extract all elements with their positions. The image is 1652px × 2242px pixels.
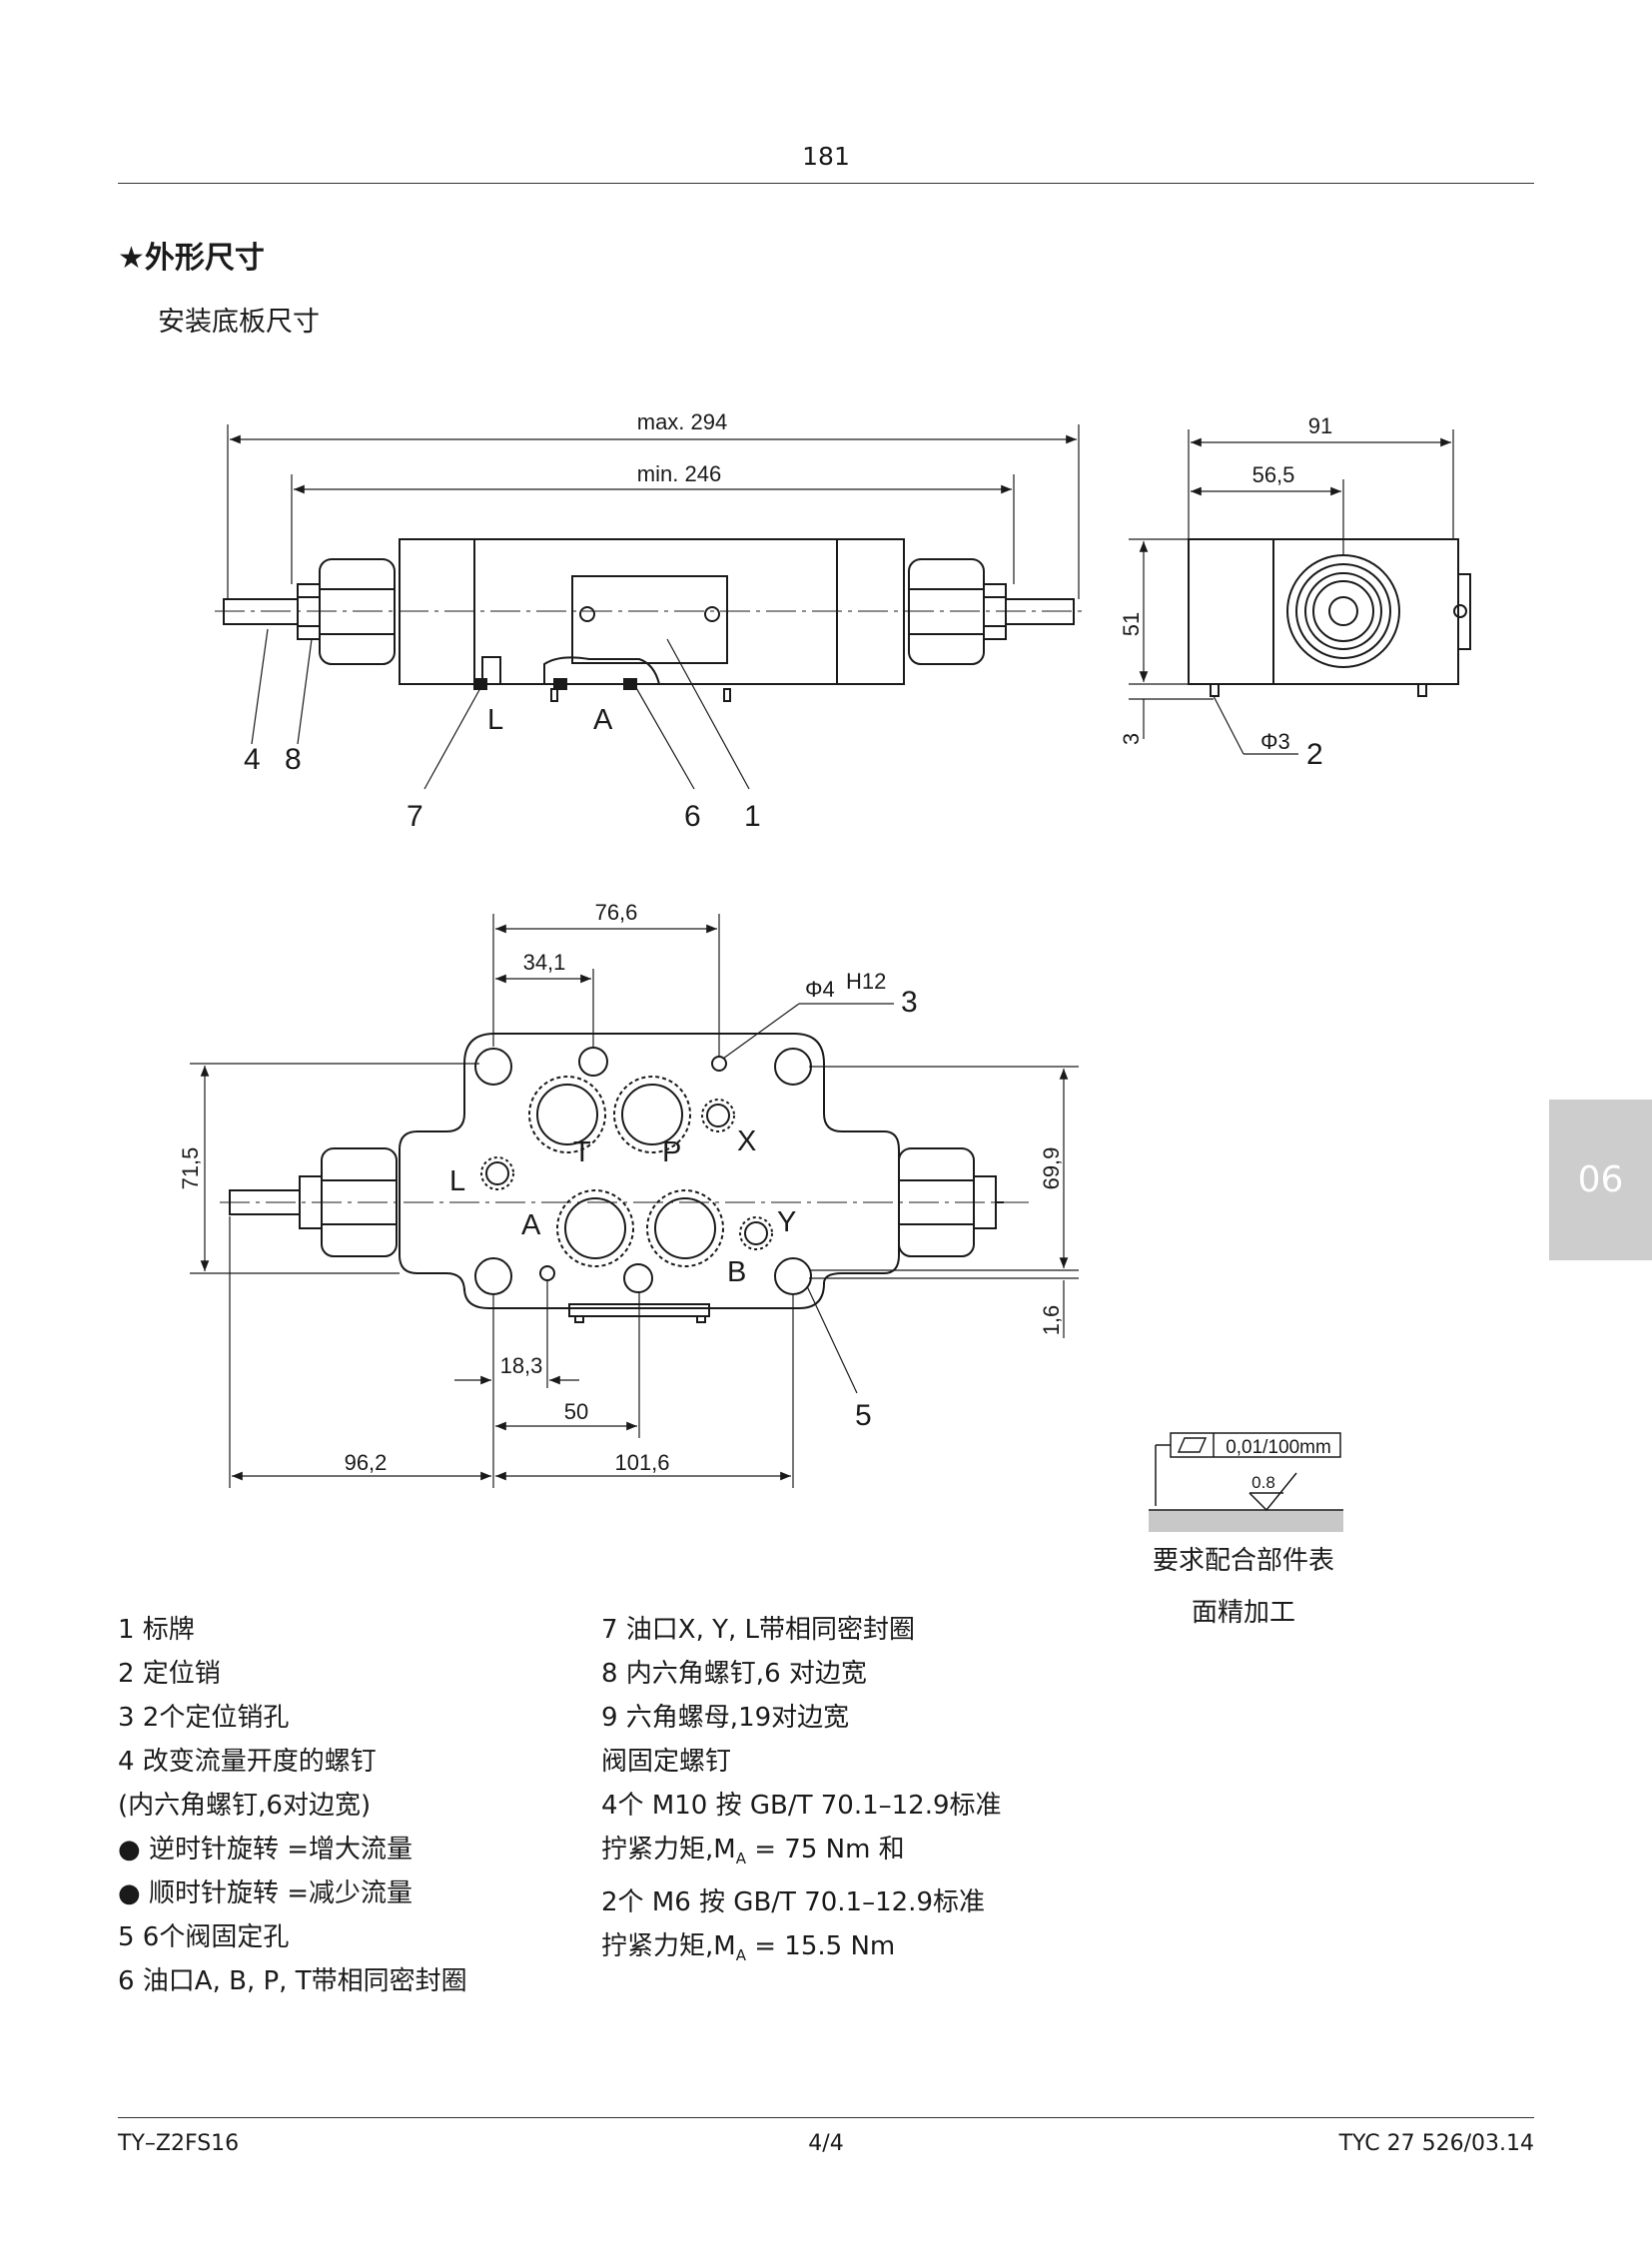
dim-min-246: min. 246 bbox=[637, 461, 721, 486]
legend-item-torque-m10: 拧紧力矩,MA = 75 Nm 和 bbox=[601, 1835, 905, 1868]
front-view bbox=[215, 538, 1084, 702]
dim-56-5: 56,5 bbox=[1252, 462, 1295, 487]
legend-item: 阀固定螺钉 bbox=[601, 1747, 732, 1777]
callout-5: 5 bbox=[855, 1399, 872, 1432]
dim-96-2: 96,2 bbox=[345, 1450, 388, 1475]
port-label-B: B bbox=[727, 1256, 746, 1288]
dim-34-1: 34,1 bbox=[523, 950, 566, 975]
dim-3: 3 bbox=[1119, 733, 1144, 745]
legend-item: 7 油口X, Y, L带相同密封圈 bbox=[601, 1615, 916, 1645]
dim-76-6: 76,6 bbox=[595, 900, 638, 925]
surface-note-line2: 面精加工 bbox=[1191, 1598, 1295, 1628]
legend-item: 2个 M6 按 GB/T 70.1–12.9标准 bbox=[601, 1887, 985, 1918]
port-label-X: X bbox=[737, 1125, 756, 1157]
side-body bbox=[1188, 538, 1459, 685]
section-title: ★外形尺寸 bbox=[118, 241, 265, 276]
port-label-A-front: A bbox=[593, 704, 613, 736]
legend-item: 4个 M10 按 GB/T 70.1–12.9标准 bbox=[601, 1791, 1002, 1821]
side-view bbox=[1188, 538, 1471, 697]
port-label-A: A bbox=[521, 1209, 541, 1241]
dim-91: 91 bbox=[1308, 413, 1332, 438]
dim-18-3: 18,3 bbox=[500, 1353, 543, 1378]
legend-item: (内六角螺钉,6对边宽) bbox=[118, 1791, 372, 1821]
legend-item: 9 六角螺母,19对边宽 bbox=[601, 1703, 850, 1733]
callout-3: 3 bbox=[901, 986, 918, 1019]
plan-view bbox=[220, 1033, 1029, 1323]
legend-item: 1 标牌 bbox=[118, 1615, 195, 1645]
adjuster-knob bbox=[1286, 554, 1400, 668]
header-rule bbox=[118, 183, 1534, 184]
roughness-value: 0.8 bbox=[1251, 1473, 1275, 1492]
callout-1: 1 bbox=[744, 800, 761, 833]
surface-note-line1: 要求配合部件表 bbox=[1152, 1546, 1334, 1576]
legend-item: 3 2个定位销孔 bbox=[118, 1703, 290, 1733]
dim-71-5: 71,5 bbox=[178, 1147, 203, 1190]
mounting-plate-outline bbox=[399, 1033, 900, 1309]
chapter-tab[interactable]: 06 bbox=[1549, 1100, 1652, 1260]
footer-doc-code: TY–Z2FS16 bbox=[118, 2131, 240, 2156]
port-label-T: T bbox=[573, 1136, 591, 1168]
legend-item: 4 改变流量开度的螺钉 bbox=[118, 1747, 377, 1777]
page-number: 181 bbox=[802, 142, 850, 171]
legend-item: ● 逆时针旋转 =增大流量 bbox=[118, 1835, 413, 1865]
legend-item: 8 内六角螺钉,6 对边宽 bbox=[601, 1659, 867, 1689]
legend-item-torque-m6: 拧紧力矩,MA = 15.5 Nm bbox=[601, 1931, 896, 1965]
dim-1-6: 1,6 bbox=[1039, 1305, 1064, 1336]
legend-item: 5 6个阀固定孔 bbox=[118, 1922, 290, 1952]
port-label-P: P bbox=[662, 1136, 681, 1168]
port-label-Y: Y bbox=[777, 1206, 796, 1238]
footer-page-count: 4/4 bbox=[808, 2131, 844, 2156]
surface-note: 要求配合部件表 面精加工 bbox=[1124, 1535, 1363, 1639]
footer-catalog-ref: TYC 27 526/03.14 bbox=[1338, 2131, 1534, 2156]
callout-7: 7 bbox=[407, 800, 423, 833]
hole-diameter: Φ4 bbox=[805, 977, 835, 1002]
dim-51: 51 bbox=[1119, 612, 1144, 636]
dim-50: 50 bbox=[564, 1399, 588, 1424]
legend-right: 7 油口X, Y, L带相同密封圈 8 内六角螺钉,6 对边宽 9 六角螺母,1… bbox=[601, 1608, 1002, 1977]
flatness-symbol bbox=[1149, 1432, 1343, 1532]
callout-8: 8 bbox=[285, 743, 302, 776]
section-subtitle: 安装底板尺寸 bbox=[158, 307, 320, 338]
footer-rule bbox=[118, 2117, 1534, 2118]
nameplate bbox=[571, 575, 728, 664]
callout-2: 2 bbox=[1306, 738, 1323, 771]
callout-6: 6 bbox=[684, 800, 701, 833]
surface-hatch bbox=[1149, 1510, 1343, 1532]
flatness-tolerance: 0,01/100mm bbox=[1226, 1437, 1331, 1458]
callout-4: 4 bbox=[244, 743, 261, 776]
port-label-L-front: L bbox=[487, 704, 503, 736]
technical-drawing: max. 294 min. 246 4 8 7 6 1 L A bbox=[178, 409, 1471, 1532]
dim-max-294: max. 294 bbox=[637, 409, 728, 434]
hole-tolerance: H12 bbox=[846, 969, 886, 994]
legend-left: 1 标牌 2 定位销 3 2个定位销孔 4 改变流量开度的螺钉 (内六角螺钉,6… bbox=[118, 1608, 467, 2003]
legend-item: ● 顺时针旋转 =减少流量 bbox=[118, 1878, 413, 1908]
legend-item: 6 油口A, B, P, T带相同密封圈 bbox=[118, 1966, 467, 1996]
dim-101-6: 101,6 bbox=[614, 1450, 669, 1475]
dim-69-9: 69,9 bbox=[1039, 1147, 1064, 1190]
port-label-L: L bbox=[449, 1165, 465, 1197]
pin-diameter: Φ3 bbox=[1260, 729, 1290, 754]
legend-item: 2 定位销 bbox=[118, 1659, 221, 1689]
